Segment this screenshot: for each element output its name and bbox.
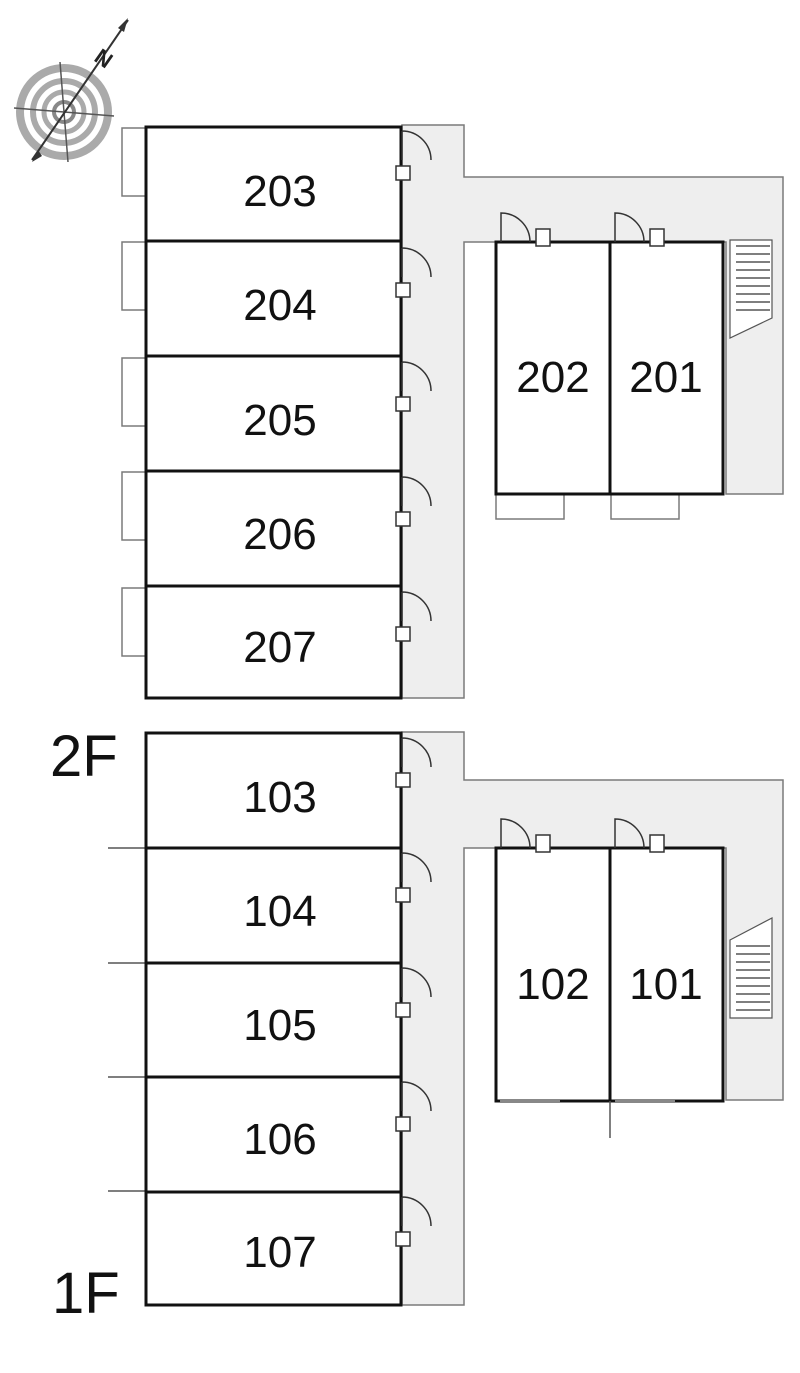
corridor-2f — [401, 124, 784, 699]
unit-room — [144, 846, 403, 965]
unit-number-label: 104 — [243, 887, 316, 936]
unit-number-label: 203 — [243, 167, 316, 216]
unit-number-label: 206 — [243, 510, 316, 559]
unit-room — [144, 354, 403, 473]
unit-room — [144, 731, 403, 850]
unit-number-label: 102 — [516, 960, 589, 1009]
balcony — [121, 357, 147, 427]
unit-room — [144, 961, 403, 1079]
unit-number-label: 101 — [629, 960, 702, 1009]
unit-room — [608, 240, 725, 496]
balcony — [121, 241, 147, 311]
unit-number-label: 201 — [629, 353, 702, 402]
unit-room — [144, 125, 403, 243]
door-icon — [395, 1196, 432, 1247]
door-icon — [395, 247, 432, 298]
unit-number-label: 107 — [243, 1228, 316, 1277]
door-icon — [500, 818, 551, 853]
door-icon — [395, 1081, 432, 1132]
balcony — [121, 587, 147, 657]
door-icon — [395, 737, 432, 788]
balcony — [495, 493, 565, 520]
unit-room — [144, 1075, 403, 1194]
unit-room — [144, 1190, 403, 1307]
door-icon — [614, 212, 665, 247]
floor-1f: 103 104 105 106 107 — [52, 731, 784, 1326]
unit-room — [144, 469, 403, 588]
stairs-icon — [729, 239, 773, 339]
door-icon — [500, 212, 551, 247]
unit-room — [144, 239, 403, 358]
balcony — [121, 471, 147, 541]
door-icon — [395, 967, 432, 1018]
unit-number-label: 103 — [243, 773, 316, 822]
door-icon — [395, 130, 432, 181]
door-icon — [395, 476, 432, 527]
compass-icon: N — [13, 18, 129, 163]
stairs-icon — [729, 917, 773, 1019]
unit-room — [608, 846, 725, 1103]
door-icon — [614, 818, 665, 853]
unit-number-label: 106 — [243, 1115, 316, 1164]
floor-2f: 203 204 205 206 207 — [50, 124, 784, 789]
unit-number-label: 207 — [243, 623, 316, 672]
unit-room — [144, 584, 403, 700]
door-icon — [395, 361, 432, 412]
door-icon — [395, 852, 432, 903]
unit-number-label: 202 — [516, 353, 589, 402]
balcony — [121, 127, 147, 197]
balcony-rail — [108, 740, 149, 1300]
door-icon — [395, 591, 432, 642]
floor-label-1f: 1F — [52, 1261, 120, 1326]
unit-number-label: 205 — [243, 396, 316, 445]
balcony — [610, 493, 680, 520]
floor-label-2f: 2F — [50, 724, 118, 789]
unit-number-label: 204 — [243, 281, 316, 330]
unit-number-label: 105 — [243, 1001, 316, 1050]
